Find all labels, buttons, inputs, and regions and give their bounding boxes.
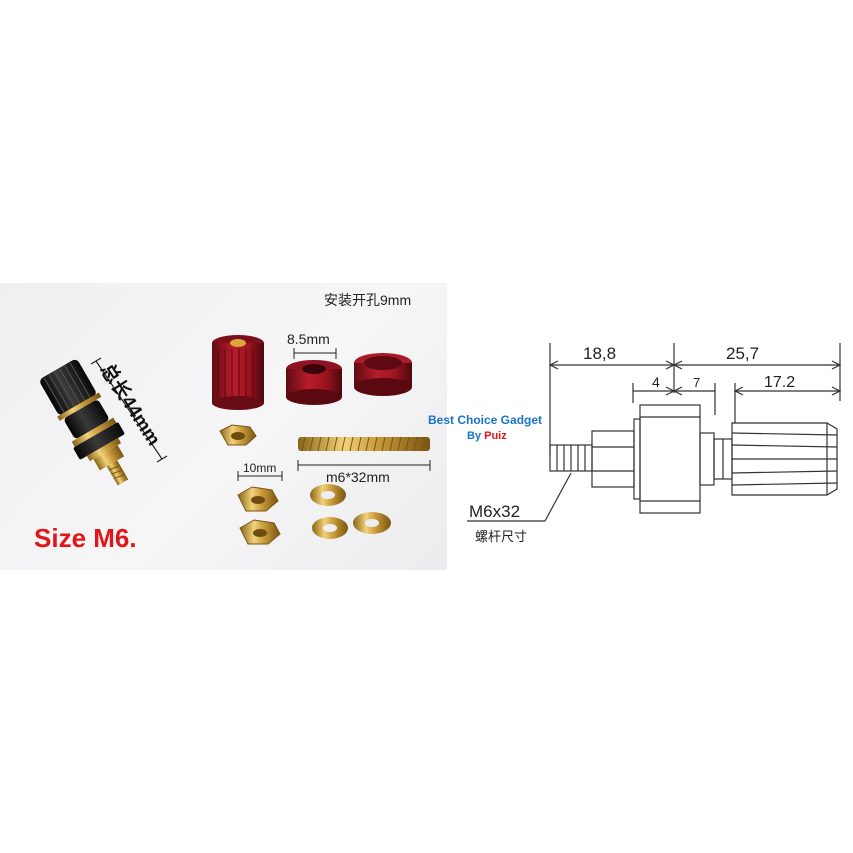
watermark-byline: By Puiz	[467, 430, 507, 442]
dim-25-7: 25,7	[726, 344, 759, 363]
nut-inner-diameter-label: 8.5mm	[287, 331, 330, 347]
watermark-by: By	[467, 430, 485, 442]
watermark-author: Puiz	[484, 430, 507, 442]
red-knob-large	[212, 335, 264, 410]
thread-size-label: M6x32	[469, 502, 520, 521]
dim-18-8: 18,8	[583, 344, 616, 363]
dim-7: 7	[693, 375, 700, 390]
hex-nut-bottom-1	[237, 486, 279, 512]
hex-nut-size-label: 10mm	[243, 461, 276, 475]
rod-size-label: m6*32mm	[326, 469, 390, 485]
dim-17-2: 17.2	[764, 374, 795, 391]
product-photo-illustration: 安装开孔9mm 8.5mm 10mm m6*32mm 总长44mm	[40, 292, 431, 545]
red-ring-right	[354, 353, 412, 396]
hex-nut-bottom-2	[239, 519, 281, 545]
watermark-title: Best Choice Gadget	[428, 413, 543, 427]
mount-hole-label: 安装开孔9mm	[324, 292, 411, 308]
dim-4: 4	[652, 374, 660, 390]
hex-nut-top	[219, 424, 257, 446]
technical-drawing-illustration: 18,8 25,7 4 7 17.2 M6x32 螺杆尺寸	[467, 343, 842, 544]
red-ring-medium	[286, 360, 342, 405]
threaded-rod	[298, 436, 430, 452]
thread-caption: 螺杆尺寸	[475, 529, 527, 544]
product-photo: 安装开孔9mm 8.5mm 10mm m6*32mm 总长44mm	[0, 283, 447, 570]
black-binding-post	[40, 359, 129, 486]
technical-drawing: 18,8 25,7 4 7 17.2 M6x32 螺杆尺寸	[447, 283, 853, 570]
washers	[310, 484, 391, 539]
size-label: Size M6.	[34, 523, 137, 553]
